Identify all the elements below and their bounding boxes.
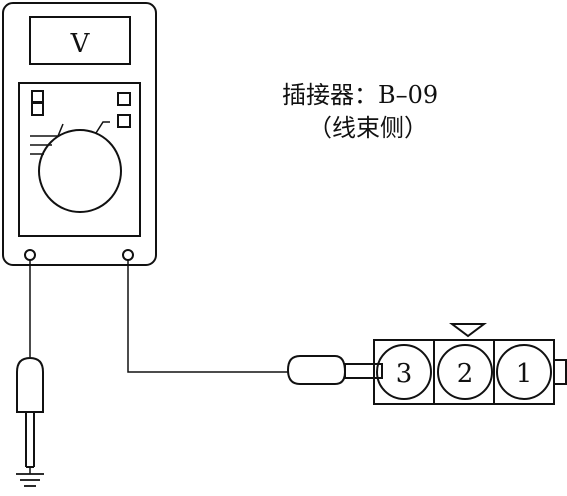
connector-side-label: （线束侧） [308,114,428,142]
connector-b09: 3 2 1 [373,323,567,405]
ground-probe-lead [16,260,44,474]
test-probe-lead [127,260,383,385]
panel-switch-right-bottom [117,114,131,128]
multimeter-display [29,16,131,65]
probe-jack-com[interactable] [24,249,36,261]
connector-label: 插接器：B–09 [282,81,438,109]
test-probe-handle [286,355,347,385]
multimeter-panel [18,82,141,237]
ground-symbol [16,473,44,487]
display-unit-label: V [70,29,91,59]
multimeter-body [2,2,157,266]
probe-jack-v[interactable] [122,249,134,261]
pin-1-label: 1 [516,359,533,389]
test-probe-tip [344,363,383,379]
connector-pin-1[interactable] [496,344,552,400]
ground-probe-handle [16,356,44,413]
panel-switch-left [31,90,44,103]
multimeter: V [2,2,157,266]
pin-2-label: 2 [457,359,474,389]
pin-3-label: 3 [396,359,413,389]
dial-tick-marks [30,121,110,155]
connector-pin-3[interactable] [376,344,432,400]
panel-switch-right-top [117,92,131,106]
connector-latch [553,359,567,385]
connector-pin-2[interactable] [437,344,493,400]
pin-2-marker [449,323,487,338]
selector-dial[interactable] [38,129,122,213]
panel-switch-left-2 [31,102,44,116]
